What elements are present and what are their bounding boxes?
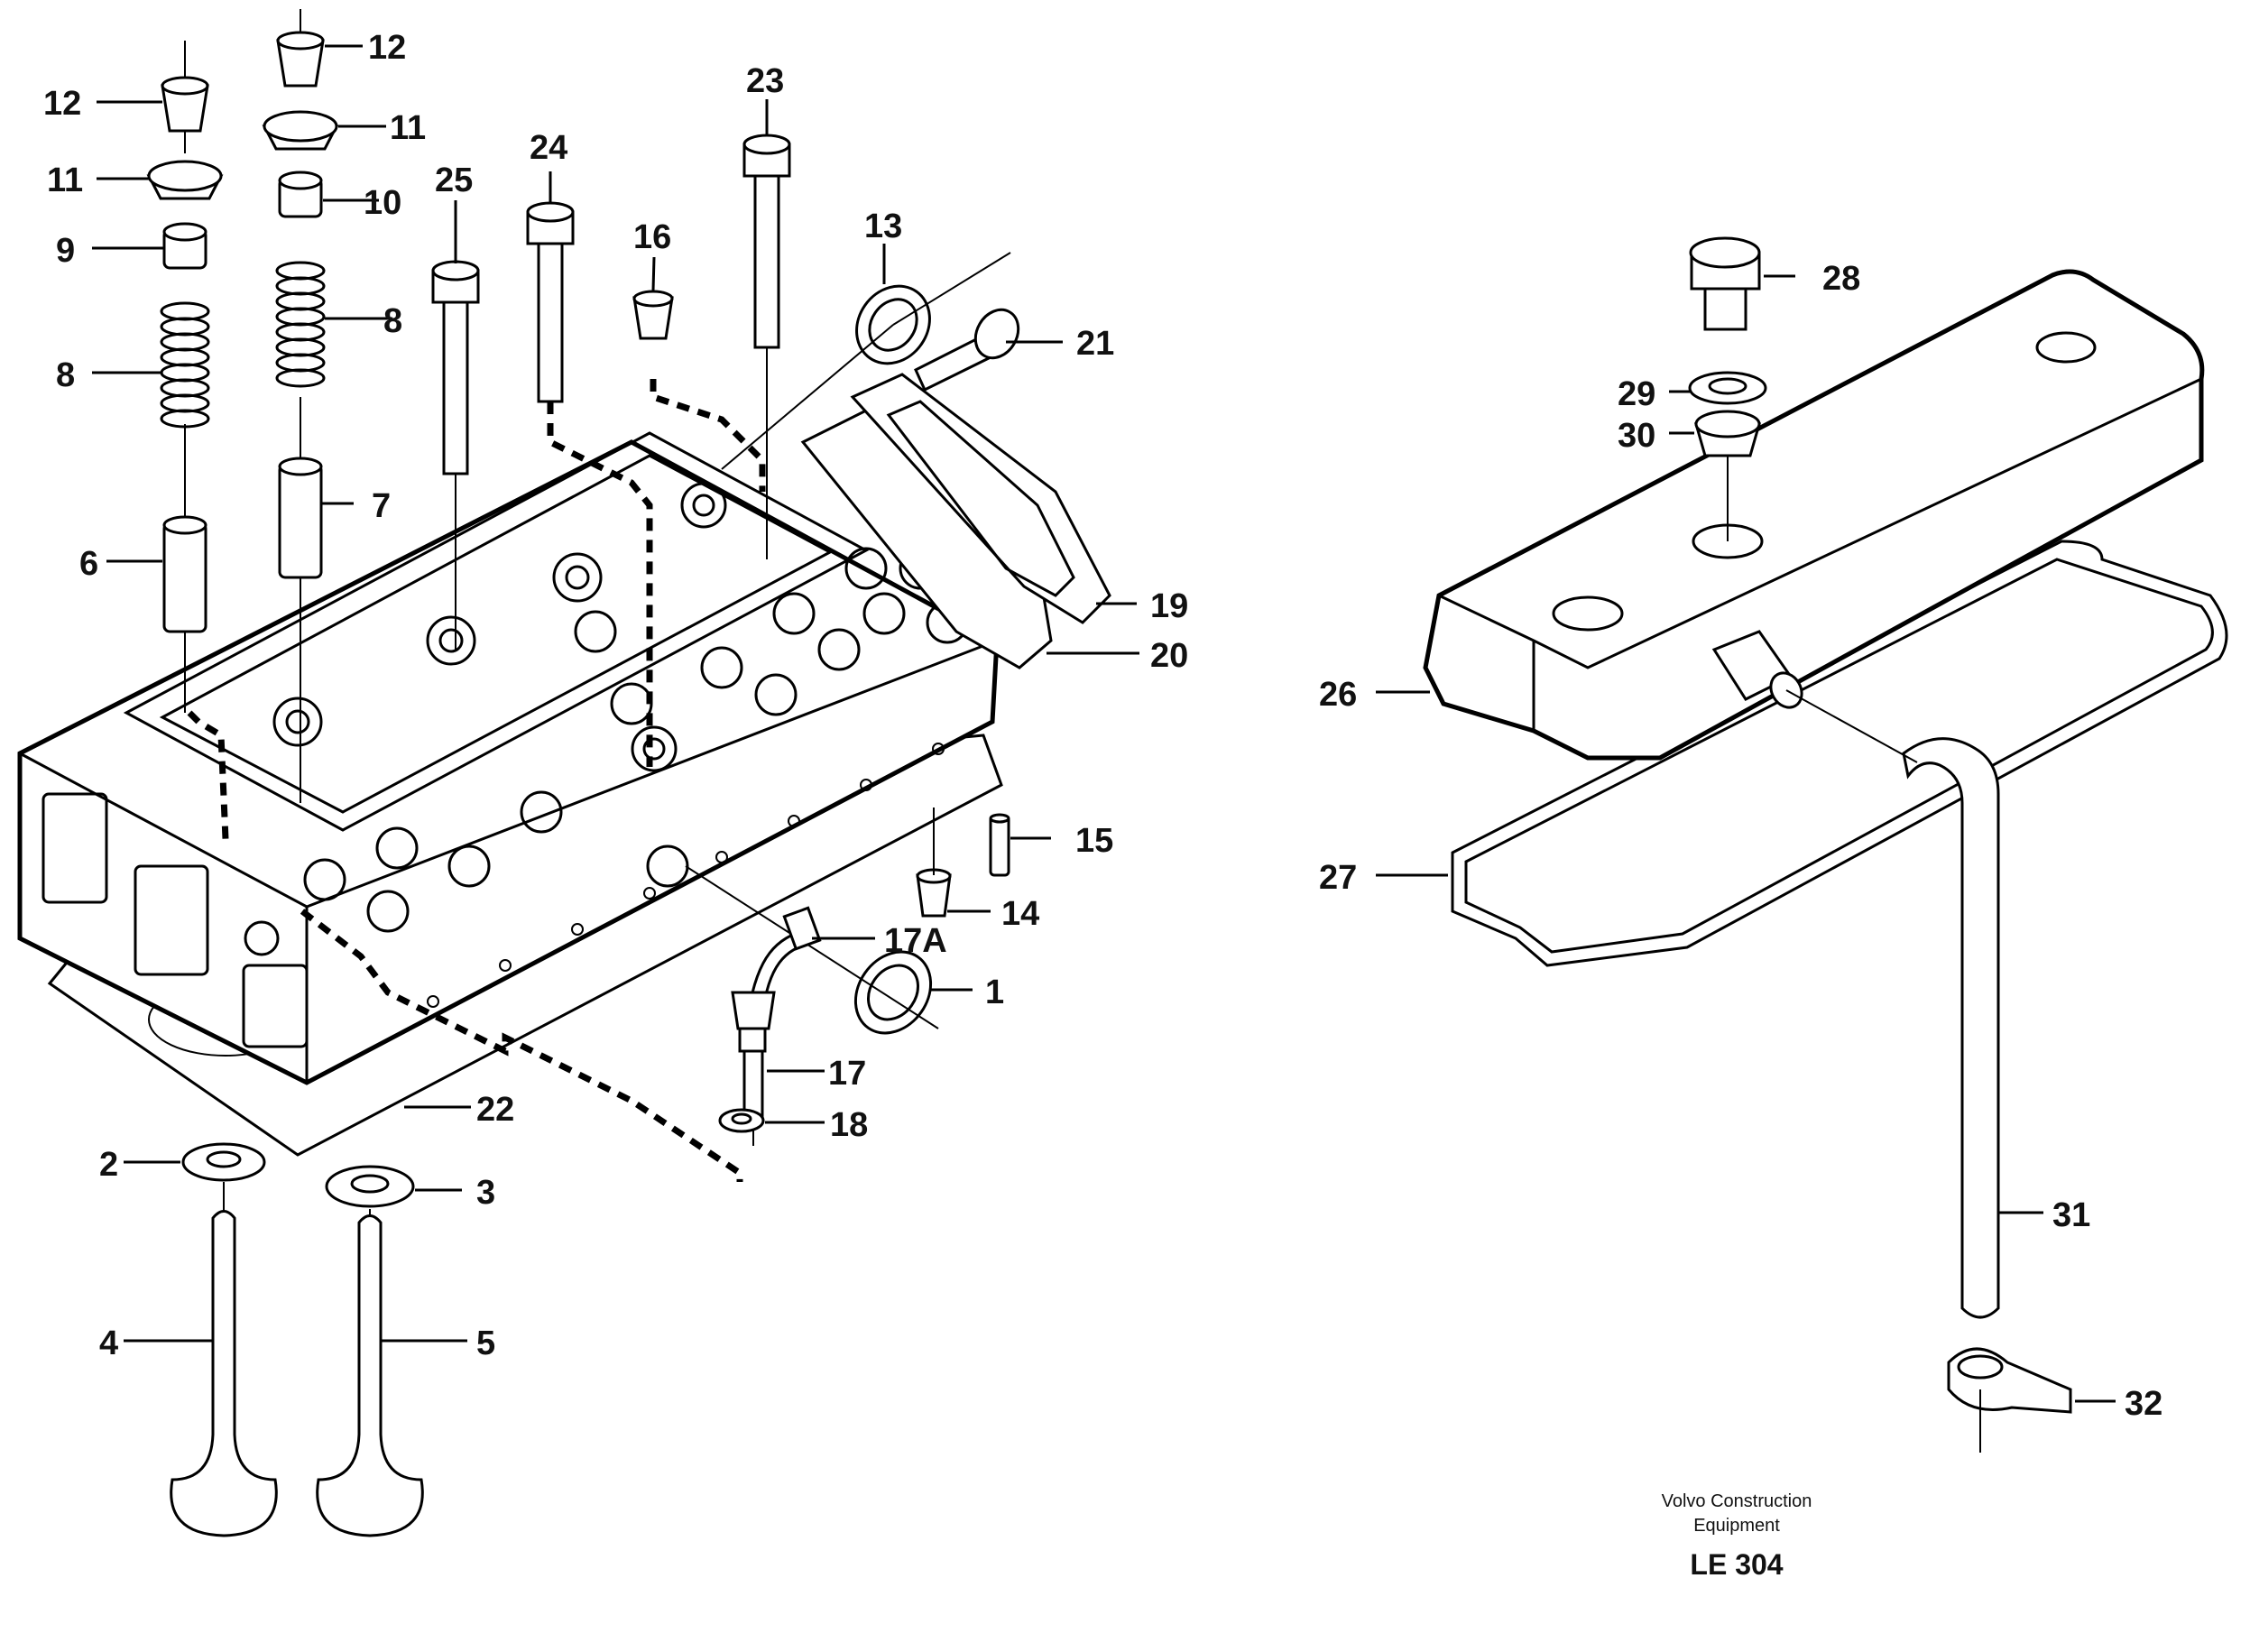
label-24: 24 bbox=[530, 129, 567, 167]
label-27: 27 bbox=[1319, 859, 1357, 897]
washer-29 bbox=[1688, 371, 1767, 405]
label-1: 1 bbox=[985, 974, 1004, 1011]
leader-lines bbox=[92, 44, 2116, 1403]
valve-4 bbox=[170, 1210, 278, 1537]
label-8b: 8 bbox=[383, 302, 402, 340]
cover-bolt-28 bbox=[1689, 236, 1761, 331]
label-11a: 11 bbox=[47, 162, 83, 199]
label-8a: 8 bbox=[56, 356, 75, 394]
valve-stack-right bbox=[262, 9, 339, 803]
label-25: 25 bbox=[435, 162, 473, 199]
label-3: 3 bbox=[476, 1174, 495, 1212]
credit-line-2: Equipment bbox=[1693, 1516, 1780, 1536]
washer-3 bbox=[325, 1165, 415, 1208]
washer-2 bbox=[181, 1142, 266, 1182]
label-17: 17 bbox=[828, 1055, 866, 1093]
label-21: 21 bbox=[1076, 325, 1114, 363]
head-bolt-25 bbox=[431, 260, 480, 650]
label-11b: 11 bbox=[390, 109, 426, 147]
valve-cover-26 bbox=[1423, 269, 2205, 761]
valve-spring bbox=[275, 261, 326, 388]
cylinder-head-assembly bbox=[17, 431, 1003, 1157]
pin-15 bbox=[989, 815, 1010, 877]
label-31: 31 bbox=[2052, 1196, 2090, 1234]
washer-18 bbox=[718, 1108, 765, 1133]
label-4: 4 bbox=[99, 1324, 118, 1362]
label-7: 7 bbox=[372, 487, 391, 525]
label-12b: 12 bbox=[368, 29, 406, 67]
label-6: 6 bbox=[79, 545, 98, 583]
bracket-32 bbox=[1947, 1347, 2072, 1414]
label-10: 10 bbox=[364, 184, 401, 222]
part-labels: 12 12 11 11 9 10 8 8 6 7 25 24 16 23 13 … bbox=[43, 29, 2162, 1423]
label-28: 28 bbox=[1822, 260, 1860, 298]
sensor-17 bbox=[731, 906, 822, 1121]
label-23: 23 bbox=[746, 62, 784, 100]
valve-spring bbox=[160, 301, 210, 429]
head-bolt-24 bbox=[526, 201, 575, 403]
label-26: 26 bbox=[1319, 676, 1357, 714]
label-16: 16 bbox=[633, 218, 671, 256]
label-12a: 12 bbox=[43, 85, 81, 123]
valve-guide bbox=[162, 521, 207, 633]
label-20: 20 bbox=[1150, 637, 1188, 675]
label-19: 19 bbox=[1150, 587, 1188, 625]
label-29: 29 bbox=[1618, 375, 1655, 413]
label-9: 9 bbox=[56, 232, 75, 270]
label-18: 18 bbox=[830, 1106, 868, 1144]
label-14: 14 bbox=[1001, 895, 1039, 933]
label-13: 13 bbox=[864, 208, 902, 245]
breather-hose-31 bbox=[1902, 737, 2000, 1319]
valve-stack-left bbox=[146, 41, 224, 713]
label-22: 22 bbox=[476, 1091, 514, 1129]
label-30: 30 bbox=[1618, 417, 1655, 455]
valve-5 bbox=[316, 1214, 424, 1537]
credit-block: Volvo Construction Equipment LE 304 bbox=[1662, 1491, 1812, 1581]
label-17a: 17A bbox=[884, 922, 947, 960]
bolt-21 bbox=[914, 308, 1020, 392]
label-15: 15 bbox=[1075, 822, 1113, 860]
seal-1 bbox=[853, 950, 933, 1035]
drawing-code: LE 304 bbox=[1690, 1548, 1783, 1581]
seal-30 bbox=[1694, 410, 1761, 457]
cover-gasket-27 bbox=[1451, 540, 2228, 967]
cover-plate-19 bbox=[850, 373, 1111, 624]
valve-cover-assembly bbox=[1423, 269, 2228, 967]
credit-line-1: Volvo Construction bbox=[1662, 1491, 1812, 1511]
head-bolt-23 bbox=[742, 134, 791, 559]
label-2: 2 bbox=[99, 1146, 118, 1184]
label-5: 5 bbox=[476, 1324, 495, 1362]
label-32: 32 bbox=[2125, 1385, 2162, 1423]
valve-guide bbox=[278, 463, 323, 579]
